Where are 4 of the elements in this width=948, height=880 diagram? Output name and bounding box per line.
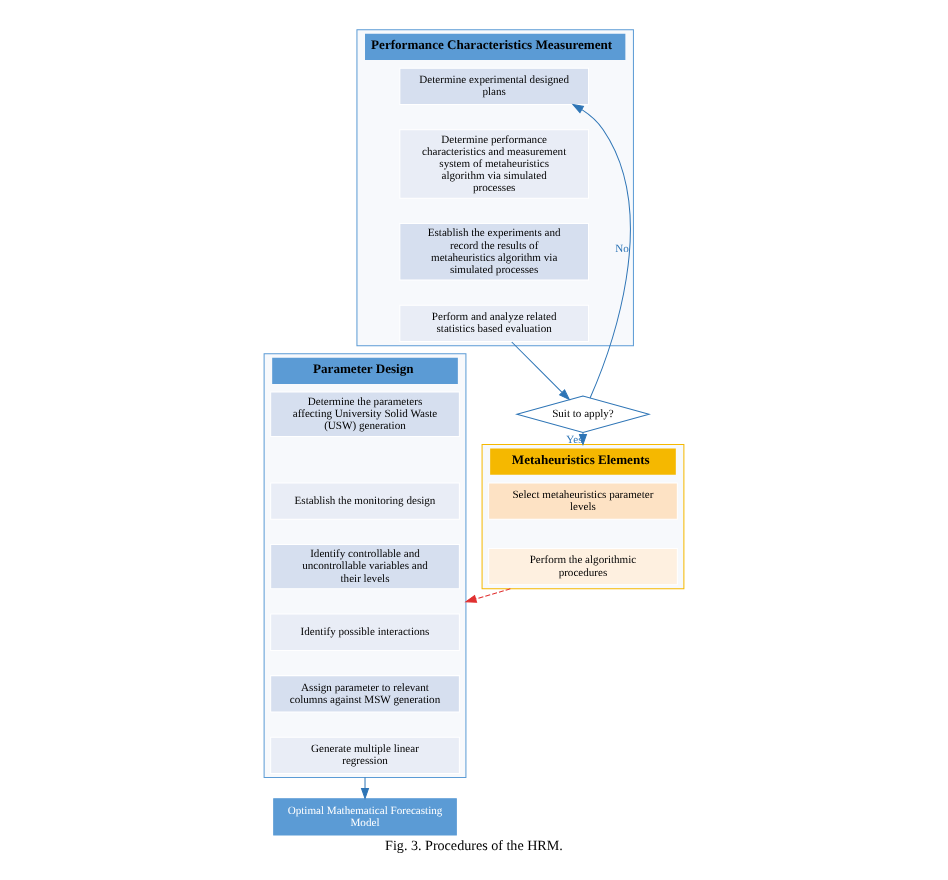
- arrow: [360, 777, 370, 801]
- arrow: [511, 341, 571, 401]
- arrow: [571, 103, 631, 399]
- arrow: [464, 588, 511, 603]
